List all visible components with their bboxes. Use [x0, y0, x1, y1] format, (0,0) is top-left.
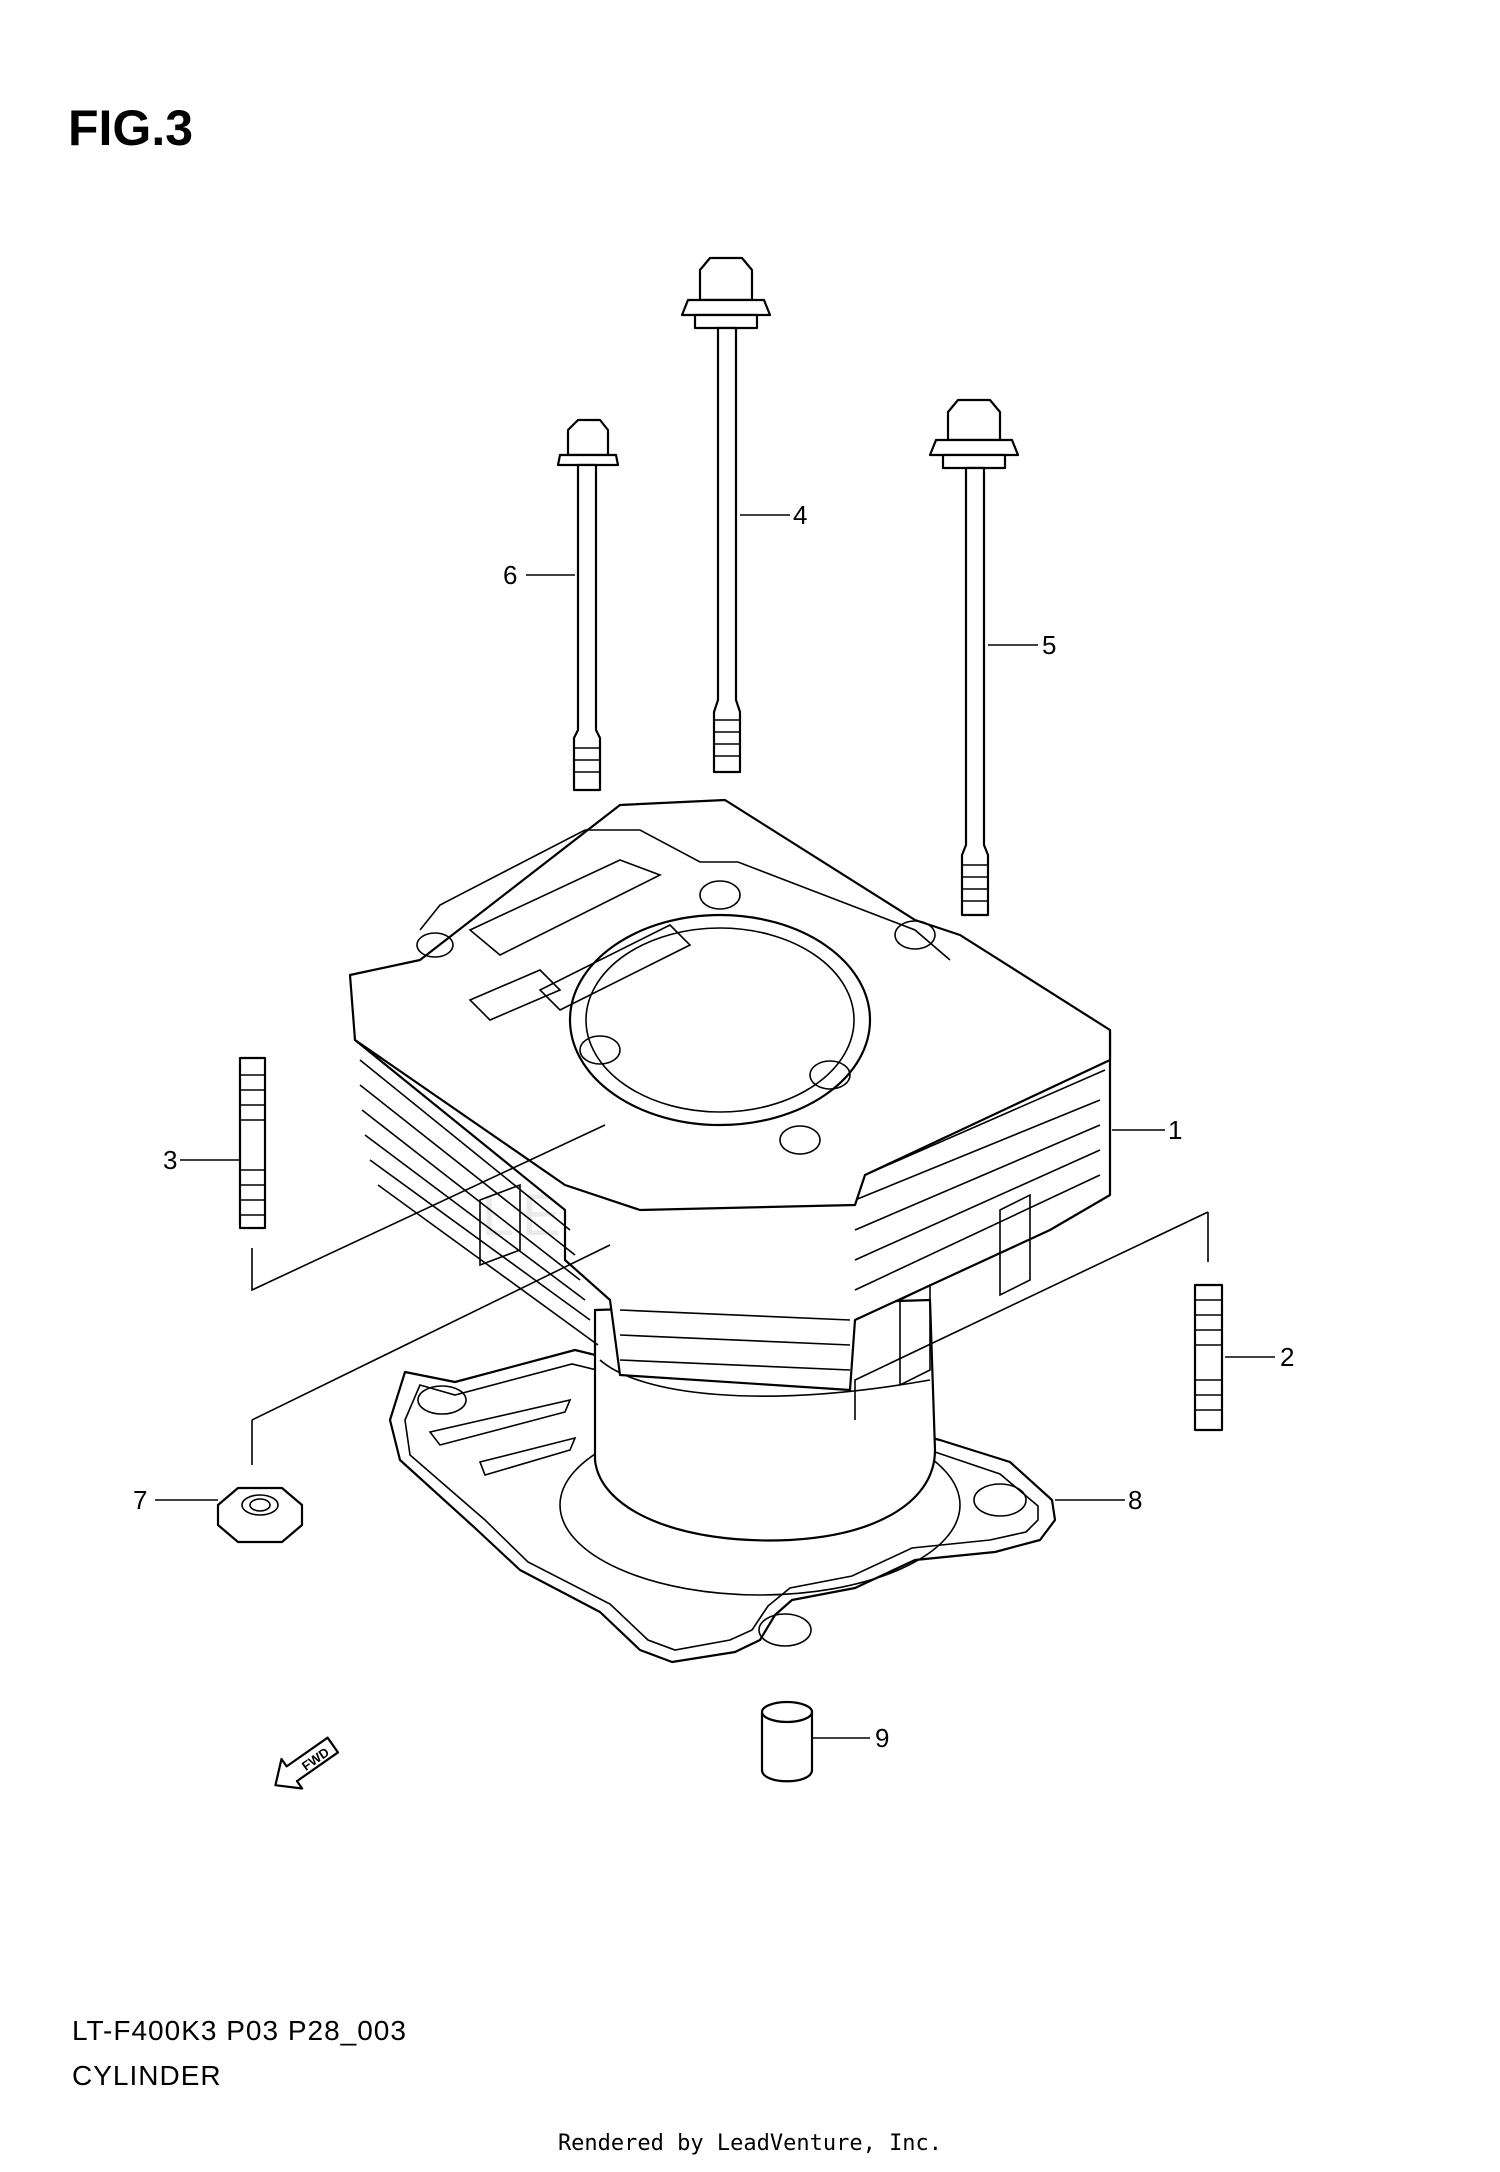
render-note: Rendered by LeadVenture, Inc. — [558, 2131, 942, 2156]
bolt-5 — [928, 398, 1020, 917]
nut-7 — [216, 1486, 304, 1544]
fwd-arrow-icon: FWD — [274, 1736, 340, 1790]
callout-4: 4 — [793, 500, 807, 530]
reference-lines — [251, 1124, 1209, 1465]
callout-3: 3 — [163, 1145, 177, 1175]
figure-name: CYLINDER — [72, 2060, 222, 2091]
callout-1: 1 — [1168, 1115, 1182, 1145]
bolt-4 — [680, 256, 772, 774]
callout-5: 5 — [1042, 630, 1056, 660]
figure-code: LT-F400K3 P03 P28_003 — [72, 2015, 407, 2046]
callout-2: 2 — [1280, 1342, 1294, 1372]
callout-6: 6 — [503, 560, 517, 590]
cylinder-block — [348, 798, 1112, 1542]
stud-3 — [238, 1056, 267, 1230]
callout-8: 8 — [1128, 1485, 1142, 1515]
dowel-pin-9 — [760, 1700, 814, 1783]
leader-lines — [155, 514, 1275, 1739]
bolt-6 — [556, 418, 620, 792]
callout-9: 9 — [875, 1723, 889, 1753]
stud-2 — [1193, 1283, 1224, 1432]
callout-7: 7 — [133, 1485, 147, 1515]
figure-title: FIG.3 — [68, 100, 193, 156]
